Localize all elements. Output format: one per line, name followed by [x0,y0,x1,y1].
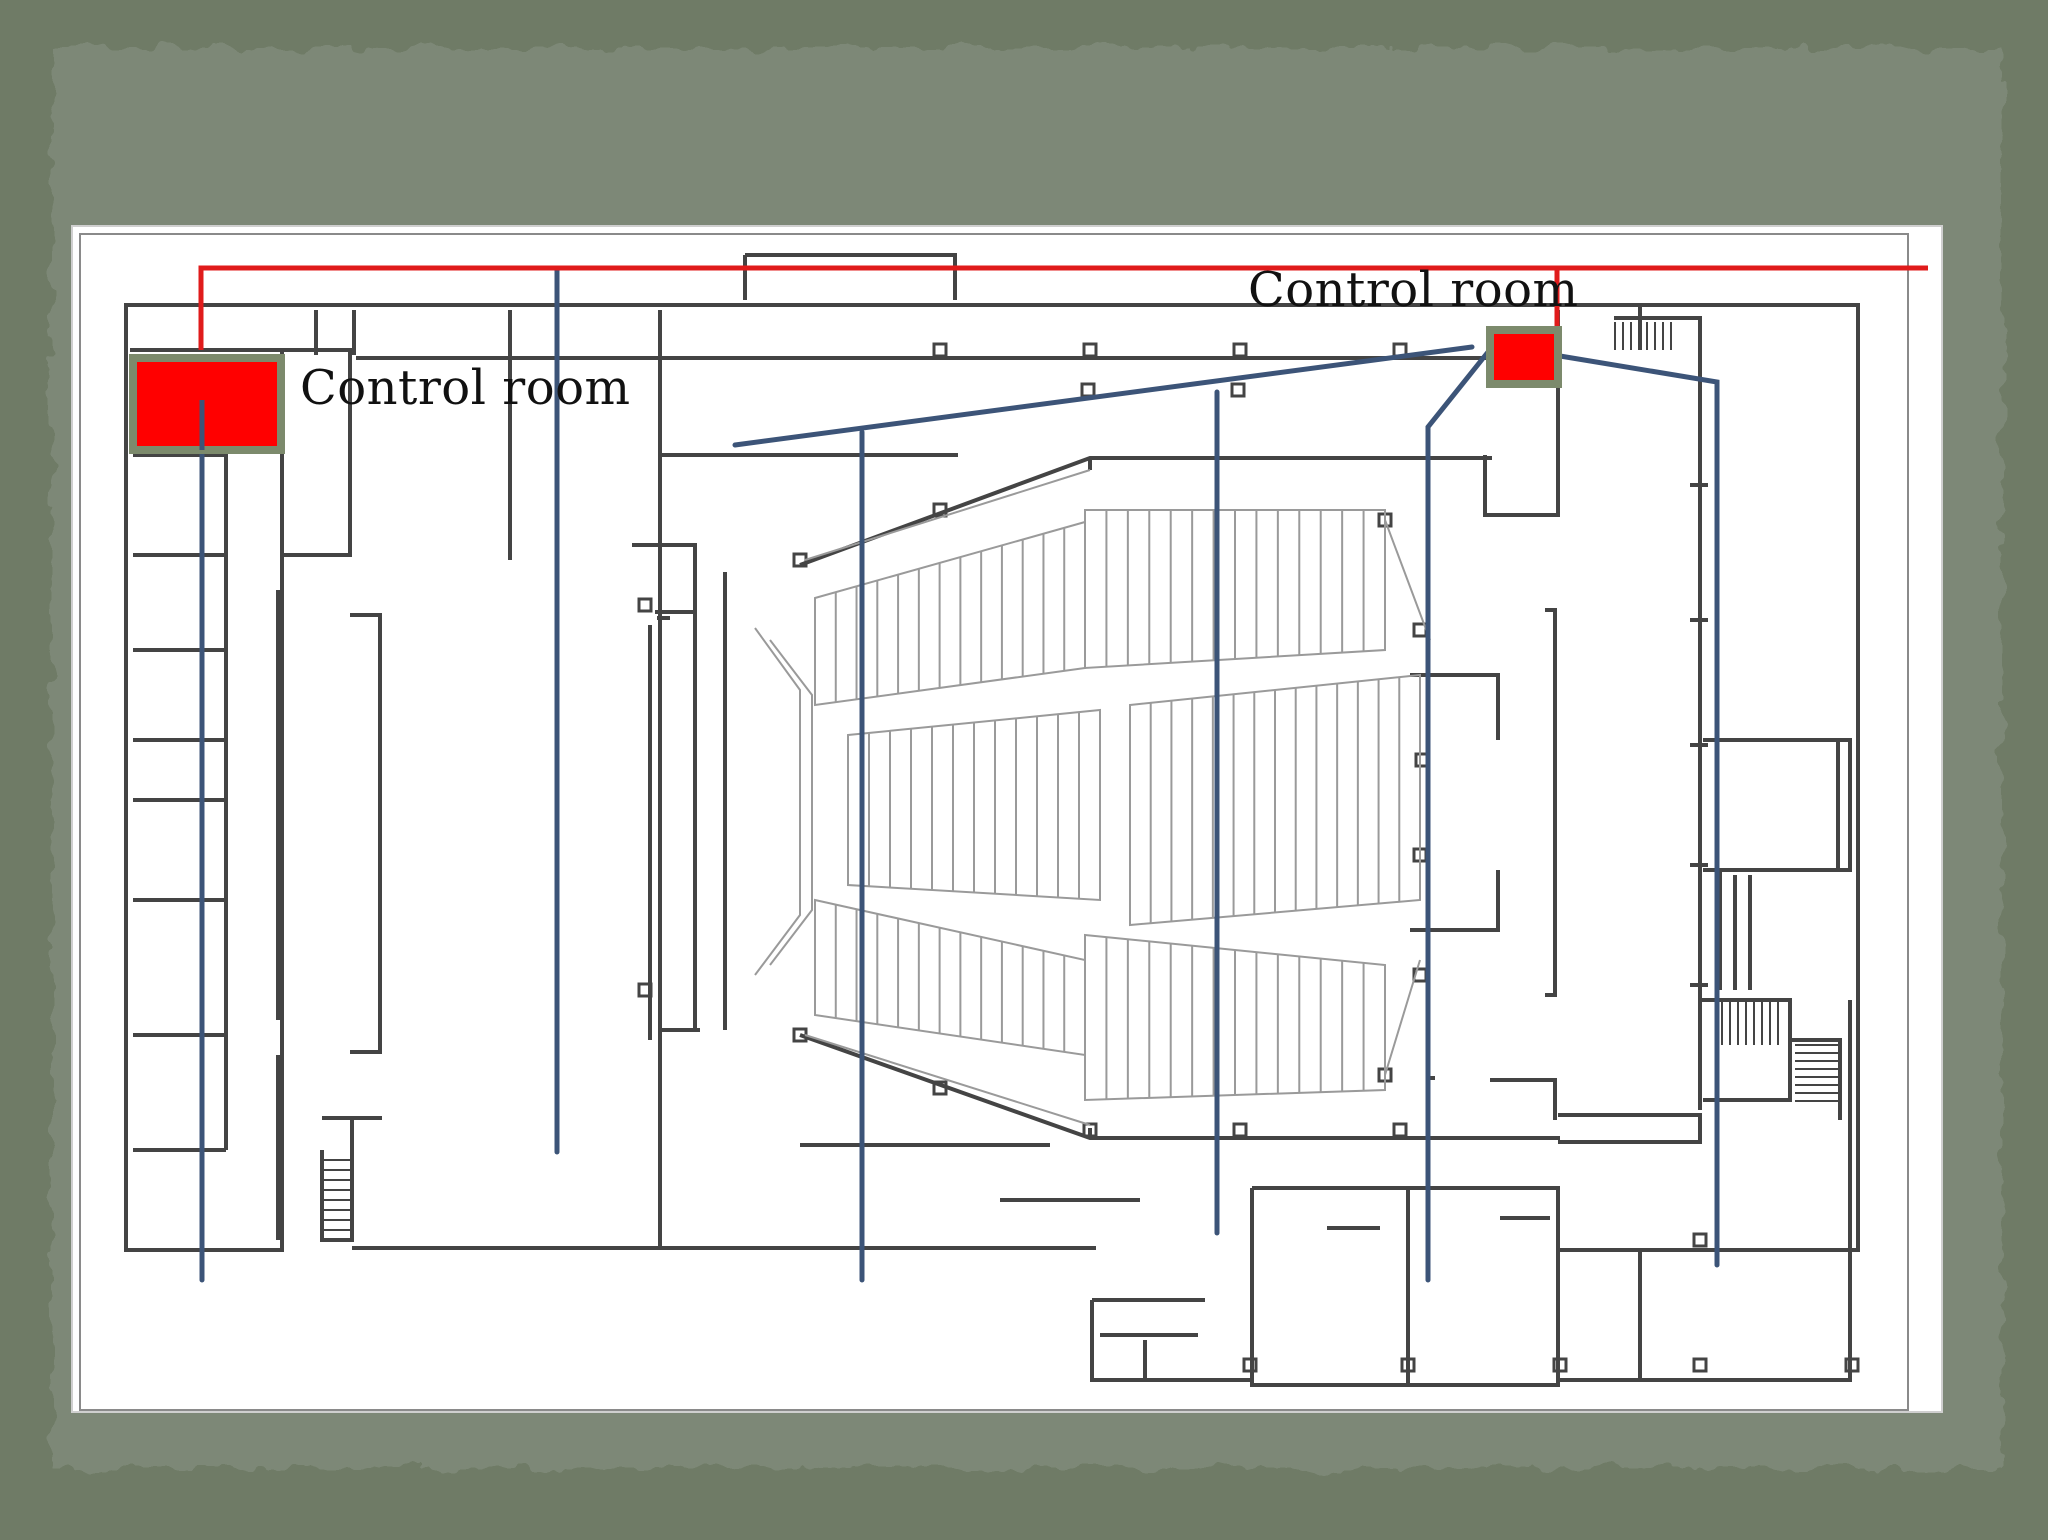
cable-runs [199,265,1720,1283]
wall-segment [1836,740,1852,870]
wall-column [932,502,948,518]
wall-segment [1490,1078,1557,1120]
wall-column [932,1080,948,1096]
wall-segment [1090,1298,1250,1382]
control-room-left-label: Control room [300,360,631,416]
wall-segment [1558,1000,1852,1382]
seat-block-middle-right [1129,673,1421,927]
wall-column [1552,1357,1568,1373]
wall-segment [350,613,382,1054]
wall-segment [693,572,727,1030]
stage-apron-inner [769,639,813,966]
wall-column [1232,1122,1248,1138]
wall-segment [648,616,670,1040]
wall-segment [1690,350,1708,1110]
auditorium-seating [754,469,1431,1126]
wall-column [1232,342,1248,358]
wall-segment [1545,608,1557,997]
control-room-left-marker [129,354,285,454]
cable-run-line [1557,353,1720,1268]
aisle-rail [804,469,1091,1126]
seat-block-upper-right [1084,509,1386,670]
wall-segment [1327,1216,1550,1230]
wall-column [1692,1357,1708,1373]
wall-column [637,982,653,998]
wall-segment [314,310,356,355]
aisle-rail [1384,519,1431,1076]
control-room-right-marker [1486,326,1562,388]
plan-sheet-inner-border [79,233,1909,1411]
stage-apron [754,627,801,976]
wall-column [1692,1232,1708,1248]
cable-trunk-line [198,265,1928,350]
wall-column [1230,382,1246,398]
red-cable-trunk [198,265,1928,350]
plan-sheet [71,225,1943,1413]
control-room-right-label: Control room [1248,262,1579,318]
wall-segment [1483,310,1560,517]
wall-segment [743,253,957,300]
wall-segment [1410,673,1500,932]
wall-column [637,597,653,613]
wall-segment [320,1116,382,1242]
wall-segment [1250,1186,1560,1387]
wall-segment [133,453,226,1152]
wall-column [1392,1122,1408,1138]
wall-column [1844,1357,1860,1373]
wall-column [1082,342,1098,358]
wall-segment [1558,1248,1860,1380]
wall-column [1242,1357,1258,1373]
wall-segment [1558,1113,1702,1144]
wall-segment [124,303,1860,1248]
wall-column [1400,1357,1416,1373]
wall-column [932,342,948,358]
cable-run-line [1425,349,1491,1283]
cable-run-line [732,344,1475,448]
seat-block-lower-right [1084,933,1386,1102]
wall-segment [1718,870,1752,990]
